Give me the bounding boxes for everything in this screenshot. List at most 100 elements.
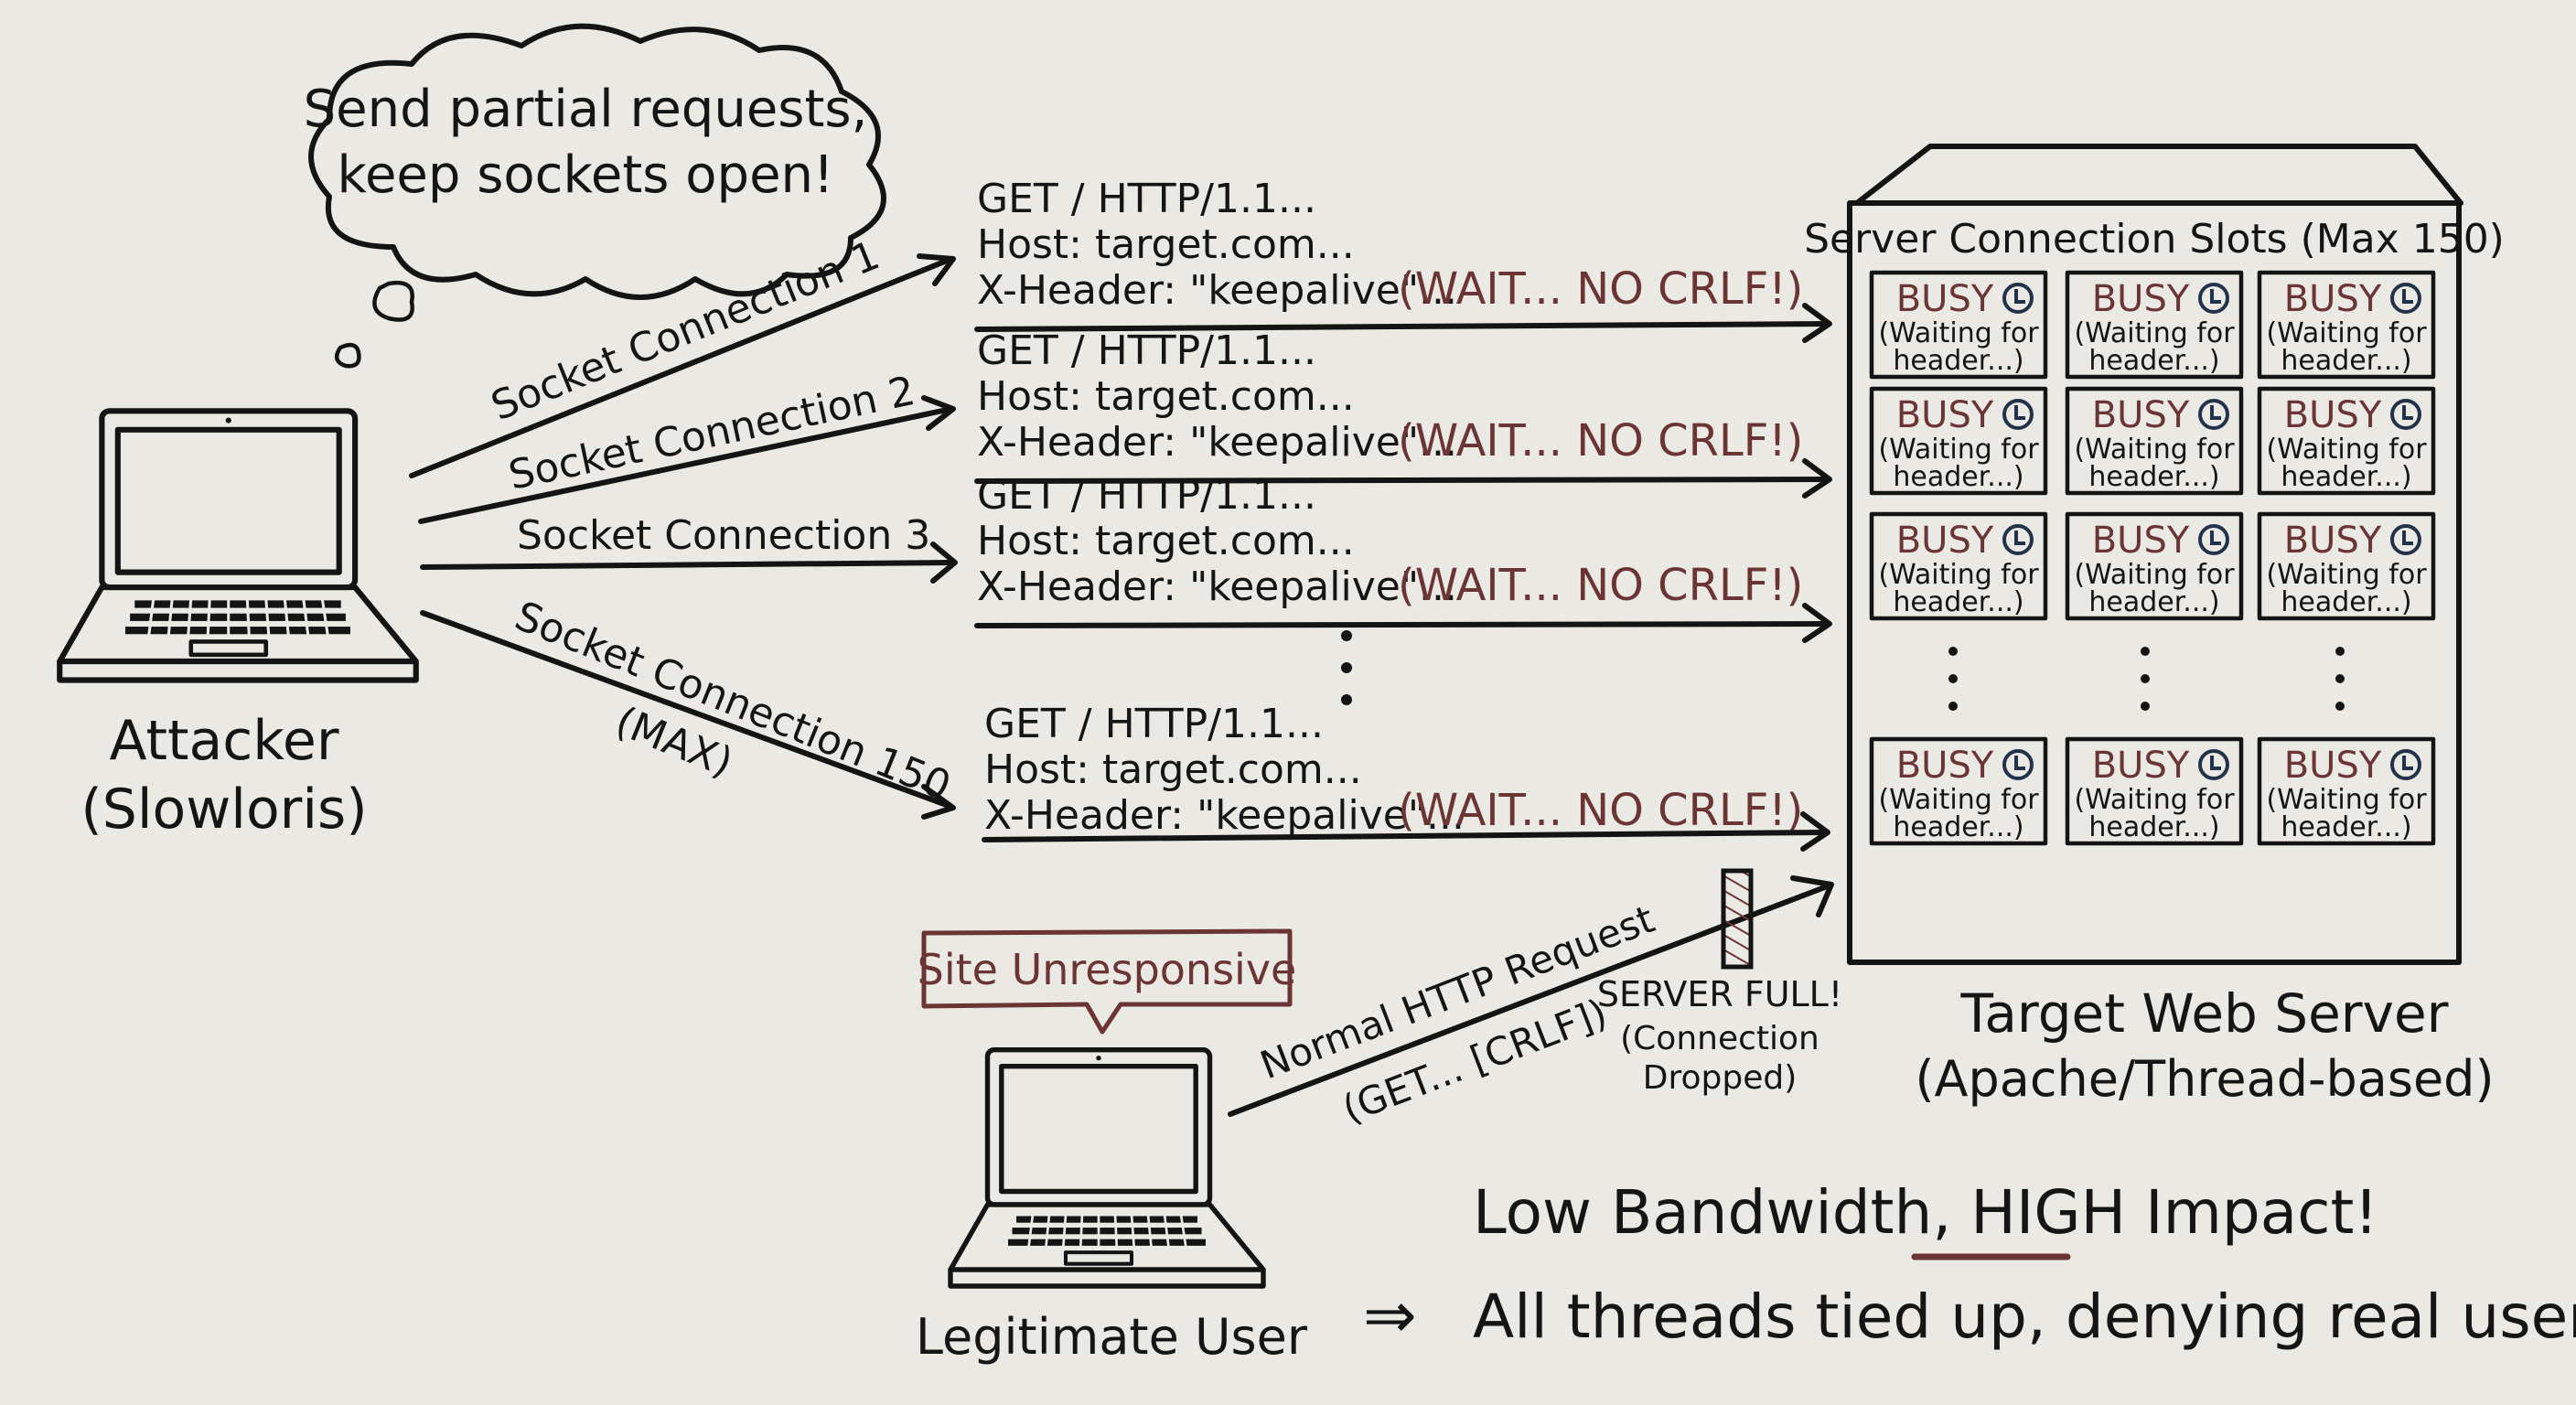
clock-icon [2198,283,2229,314]
slots-title: Server Connection Slots (Max 150) [1804,216,2505,263]
request-host: Host: target.com... [977,373,1355,420]
clock-icon [2002,283,2034,314]
request-header: X-Header: "keepalive"... [977,419,1457,466]
slot-status: BUSY [2284,278,2382,320]
request-block: GET / HTTP/1.1... Host: target.com... X-… [974,327,1832,499]
clock-icon [2390,283,2421,314]
slot-detail-2: header...) [1893,811,2023,843]
summary-emphasis: HIGH [1970,1177,2126,1248]
slot-status: BUSY [2092,394,2190,436]
arrow-head-icon [921,784,956,820]
clock-icon [2002,749,2034,780]
slot-detail-2: header...) [1893,345,2023,377]
summary-pre: Low Bandwidth, [1473,1177,1970,1248]
ellipsis-dots [1341,630,1352,705]
server-roof [1854,144,2463,206]
slot-detail: (Waiting for [2266,434,2427,466]
no-crlf-note: (WAIT... NO CRLF!) [1398,560,1803,611]
request-host: Host: target.com... [984,746,1362,793]
slot-box [1869,386,2048,496]
request-line: GET / HTTP/1.1... [977,327,1316,374]
connection-label: Socket Connection 3 [517,512,930,559]
request-line: GET / HTTP/1.1... [977,176,1316,222]
clock-icon [2002,524,2034,555]
slot-detail-2: header...) [2088,461,2219,493]
slot-detail-2: header...) [2281,586,2411,618]
slot-detail: (Waiting for [2074,559,2235,591]
slot-detail-2: header...) [2281,811,2411,843]
clock-icon [2198,524,2229,555]
slot-detail: (Waiting for [2074,317,2235,349]
request-arrow-line [974,321,1830,332]
slot-detail: (Waiting for [1878,317,2039,349]
slot-detail: (Waiting for [2074,434,2235,466]
request-line: GET / HTTP/1.1... [984,701,1324,747]
connection-dropped-label-2: Dropped) [1643,1059,1798,1097]
target-server: Server Connection Slots (Max 150) BUSY(W… [1804,144,2505,1108]
slot-detail: (Waiting for [1878,559,2039,591]
slot-status: BUSY [2284,394,2382,436]
clock-icon [2390,399,2421,430]
server-full-label: SERVER FULL! [1597,974,1842,1014]
connection-arrow-line [420,610,954,810]
clock-icon [2002,399,2034,430]
clock-icon [2390,749,2421,780]
slot-detail-2: header...) [2088,586,2219,618]
slot-box [2065,736,2244,846]
arrow-head-icon [1802,303,1832,343]
thought-line-1: Send partial requests, [304,80,868,139]
slot-status: BUSY [2092,520,2190,562]
slot-box [1869,511,2048,621]
partial-requests: GET / HTTP/1.1... Host: target.com... X-… [974,176,1832,852]
slot-box [2065,386,2244,496]
clock-icon [2390,524,2421,555]
slot-box [2257,736,2436,846]
summary-line-1: Low Bandwidth, HIGH Impact! [1473,1177,2378,1248]
slot-detail: (Waiting for [2074,784,2235,816]
slot-detail: (Waiting for [2266,317,2427,349]
connection-blocker: SERVER FULL! (Connection Dropped) [1597,868,1842,1097]
slot-status: BUSY [2284,745,2382,787]
request-line: GET / HTTP/1.1... [977,472,1316,519]
connection-arrow-line [420,560,956,570]
summary-arrow-icon: ⇒ [1363,1278,1417,1353]
speech-text: Site Unresponsive [918,945,1297,994]
slot-box [1869,270,2048,380]
arrow-head-icon [1802,458,1832,499]
slot-detail: (Waiting for [1878,784,2039,816]
slot-box [2065,270,2244,380]
connection-arrow-line [418,406,954,524]
clock-icon [2198,749,2229,780]
slot-box [2257,511,2436,621]
slot-detail-2: header...) [2281,345,2411,377]
request-block: GET / HTTP/1.1... Host: target.com... X-… [974,472,1832,643]
cloud-shape [308,23,886,300]
server-box [1847,200,2462,965]
slot-status: BUSY [2284,520,2382,562]
request-header: X-Header: "keepalive"... [977,267,1457,314]
connection-arrow-line [409,256,954,478]
user-label: Legitimate User [916,1308,1308,1366]
request-block: GET / HTTP/1.1... Host: target.com... X-… [982,701,1830,852]
arrow-head-icon [1802,603,1832,643]
blocked-barrier-icon [1721,868,1754,970]
no-crlf-note: (WAIT... NO CRLF!) [1398,263,1803,315]
request-header: X-Header: "keepalive"... [984,792,1465,839]
thought-dot-large [372,280,414,322]
arrow-head-icon [1800,811,1830,852]
slot-box [2065,511,2244,621]
attacker-sublabel: (Slowloris) [80,778,367,842]
column-dots [1948,647,2345,711]
arrow-head-icon [921,395,956,431]
